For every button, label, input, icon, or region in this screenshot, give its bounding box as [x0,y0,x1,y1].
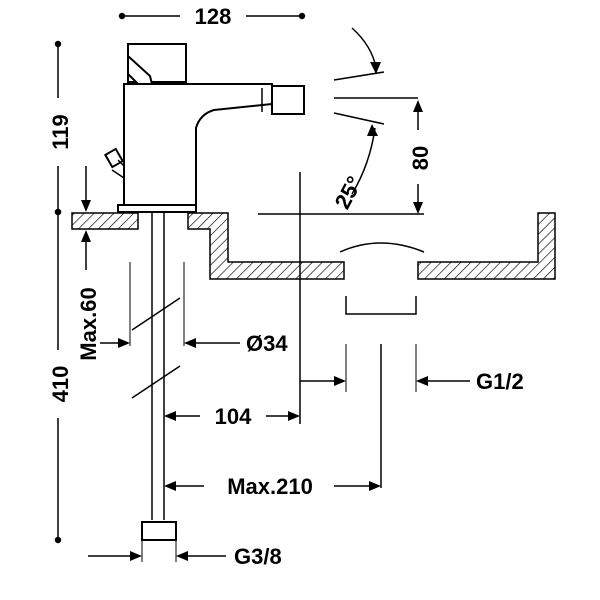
dim-drain-thread-label: G1/2 [476,369,524,394]
shank-and-hose [129,212,185,541]
drain-outline [299,172,425,488]
dim-height-total-label: 119 [48,114,73,150]
dim-width-top-label: 128 [195,4,232,29]
dim-spout-height-label: 80 [408,146,433,170]
dim-inlet-thread: G3/8 [88,540,282,569]
dim-shank-length-label: 410 [48,366,73,403]
dim-width-top: 128 [118,4,306,29]
dim-height-total: 119 [48,40,73,216]
faucet-body [103,43,305,213]
dim-spout-height: 80 [258,100,433,215]
dim-shank-length: 410 [48,208,73,544]
dim-deck-thickness-label: Max.60 [76,287,101,360]
dim-reach-drain: 104 [164,404,300,429]
dim-reach-drain-label: 104 [215,404,252,429]
dim-max-reach: Max.210 [164,474,381,499]
deck-section [71,212,556,280]
dim-inlet-thread-label: G3/8 [234,544,282,569]
popup-lever [103,147,125,179]
dim-hole-diameter-label: Ø34 [246,331,288,356]
spray-angle-label: 25° [330,172,368,213]
dim-max-reach-label: Max.210 [227,474,313,499]
dim-drain-thread: G1/2 [300,369,524,394]
spray-angle: 25° [330,27,418,213]
dim-hole-diameter: Ø34 [100,331,288,356]
dim-deck-thickness: Max.60 [76,166,101,361]
